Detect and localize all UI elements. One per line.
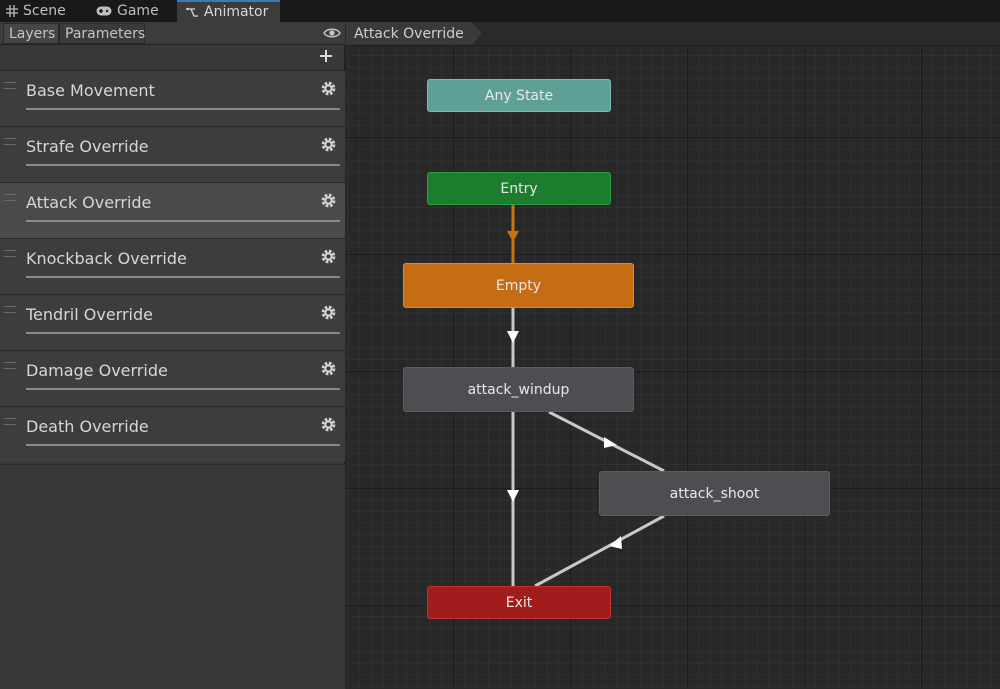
plus-icon[interactable] — [319, 49, 333, 63]
drag-handle-icon[interactable] — [4, 418, 16, 425]
layer-name: Base Movement — [26, 81, 155, 100]
state-attack-windup[interactable]: attack_windup — [403, 367, 634, 412]
layer-item-strafe-override[interactable]: Strafe Override — [0, 126, 345, 182]
state-attack-shoot[interactable]: attack_shoot — [599, 471, 830, 516]
layer-name: Tendril Override — [26, 305, 153, 324]
gear-icon[interactable] — [320, 416, 337, 433]
layer-name: Attack Override — [26, 193, 152, 212]
gear-icon[interactable] — [320, 304, 337, 321]
layer-weight-bar — [26, 164, 340, 166]
drag-handle-icon[interactable] — [4, 82, 16, 89]
drag-handle-icon[interactable] — [4, 306, 16, 313]
breadcrumb-item-attack-override[interactable]: Attack Override — [346, 22, 482, 45]
gear-icon[interactable] — [320, 136, 337, 153]
breadcrumb: Attack Override — [346, 22, 1000, 46]
tab-scene-label: Scene — [23, 3, 66, 19]
layer-weight-bar — [26, 388, 340, 390]
transition-arrow-icon — [604, 437, 617, 448]
state-label: Entry — [500, 180, 538, 197]
transition-arrow-icon — [507, 490, 519, 502]
tab-game-label: Game — [117, 3, 159, 19]
transition-layer — [507, 205, 665, 588]
layer-name: Damage Override — [26, 361, 168, 380]
editor-tab-bar: Scene Game Animator — [0, 0, 1000, 22]
layer-item-damage-override[interactable]: Damage Override — [0, 350, 345, 406]
tab-animator-label: Animator — [204, 4, 269, 20]
transition-arrow-icon — [507, 331, 519, 343]
layer-name: Death Override — [26, 417, 149, 436]
layer-weight-bar — [26, 108, 340, 110]
layer-item-base-movement[interactable]: Base Movement — [0, 70, 345, 126]
panel-subtabs: Layers Parameters — [0, 22, 345, 45]
tab-layers[interactable]: Layers — [3, 23, 59, 44]
layer-weight-bar — [26, 444, 340, 446]
transition-shoot-to-exit[interactable] — [534, 514, 665, 588]
layers-panel: Layers Parameters Base Movement Strafe O… — [0, 22, 345, 689]
layer-name: Strafe Override — [26, 137, 149, 156]
layer-name: Knockback Override — [26, 249, 187, 268]
state-label: Exit — [505, 594, 533, 611]
gamepad-icon — [96, 6, 112, 16]
add-layer-row — [0, 45, 345, 69]
layer-item-attack-override[interactable]: Attack Override — [0, 182, 345, 238]
grid-icon — [6, 5, 18, 17]
tab-parameters-label: Parameters — [65, 25, 146, 42]
layer-item-death-override[interactable]: Death Override — [0, 406, 345, 462]
drag-handle-icon[interactable] — [4, 250, 16, 257]
breadcrumb-label: Attack Override — [354, 25, 464, 42]
tab-parameters[interactable]: Parameters — [59, 23, 145, 44]
transition-arrow-icon — [507, 231, 519, 242]
layer-weight-bar — [26, 220, 340, 222]
eye-icon[interactable] — [323, 27, 341, 39]
gear-icon[interactable] — [320, 80, 337, 97]
state-label: Empty — [495, 277, 542, 294]
tab-animator[interactable]: Animator — [177, 0, 280, 22]
tab-layers-label: Layers — [9, 25, 56, 42]
layer-item-tendril-override[interactable]: Tendril Override — [0, 294, 345, 350]
layer-weight-bar — [26, 276, 340, 278]
state-label: Any State — [484, 87, 554, 104]
drag-handle-icon[interactable] — [4, 194, 16, 201]
state-label: attack_windup — [467, 381, 570, 398]
transition-arrow-icon — [609, 536, 622, 549]
gear-icon[interactable] — [320, 360, 337, 377]
animator-graph[interactable]: Attack Override Any State Entry Empty at… — [346, 22, 1000, 688]
tab-scene[interactable]: Scene — [6, 0, 66, 22]
drag-handle-icon[interactable] — [4, 362, 16, 369]
state-empty[interactable]: Empty — [403, 263, 634, 308]
state-entry[interactable]: Entry — [427, 172, 611, 205]
drag-handle-icon[interactable] — [4, 138, 16, 145]
tab-game[interactable]: Game — [96, 0, 159, 22]
animator-icon — [186, 7, 198, 17]
layer-item-knockback-override[interactable]: Knockback Override — [0, 238, 345, 294]
state-any-state[interactable]: Any State — [427, 79, 611, 112]
gear-icon[interactable] — [320, 248, 337, 265]
state-label: attack_shoot — [669, 485, 760, 502]
layer-list-empty-area — [0, 464, 345, 689]
layer-weight-bar — [26, 332, 340, 334]
gear-icon[interactable] — [320, 192, 337, 209]
state-exit[interactable]: Exit — [427, 586, 611, 619]
